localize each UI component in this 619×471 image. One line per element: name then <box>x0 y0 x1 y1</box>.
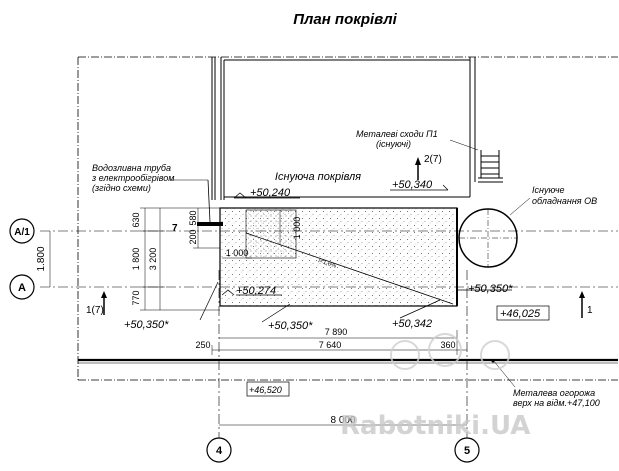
metal-fence <box>78 358 618 388</box>
svg-text:1(7): 1(7) <box>86 305 104 316</box>
dim-630: 630 <box>131 212 141 227</box>
elevation-marks <box>199 184 550 397</box>
dim-360: 360 <box>440 340 455 350</box>
label-existing-equipment-1: Існуюче <box>532 185 564 195</box>
axis-label-4: 4 <box>216 445 223 457</box>
axis-bubble-4: 4 <box>206 437 232 463</box>
dim-7640: 7 640 <box>319 340 342 350</box>
dimension-chain-bottom <box>211 257 467 426</box>
label-drain-pipe-1: Водозливна труба <box>92 163 171 173</box>
label-metal-stairs-2: (існуючі) <box>376 139 411 149</box>
elevation-50342: +50,342 <box>392 318 432 330</box>
label-existing-roof: Існуюча покрівля <box>275 171 361 183</box>
dim-3200: 3 200 <box>148 248 158 271</box>
label-drain-pipe-3: (згідно схеми) <box>92 183 151 193</box>
axis-bubble-a1: A/1 <box>9 218 35 244</box>
label-metal-stairs-1: Металеві сходи П1 <box>356 129 438 139</box>
dim-8000: 8 000 <box>330 415 355 426</box>
label-existing-equipment-2: обладнання ОВ <box>532 196 597 206</box>
axis-label-a: A <box>18 282 26 294</box>
label-metal-fence-1: Металева огорожа <box>513 388 595 398</box>
elevation-50274: +50,274 <box>236 285 276 297</box>
roof-parapet-zone <box>245 209 297 259</box>
section-marker-2-7: 2(7) <box>415 154 442 180</box>
watermark-workers-logo <box>390 333 510 370</box>
building-walls <box>211 57 476 200</box>
label-metal-fence-2: верх на відм.+47,100 <box>513 398 600 408</box>
svg-text:2(7): 2(7) <box>424 154 442 165</box>
dim-580: 580 <box>188 210 198 225</box>
dim-770: 770 <box>131 290 141 305</box>
dim-1000-horizontal: 1 000 <box>226 248 249 258</box>
building-outline <box>77 56 618 381</box>
drain-pipe <box>170 179 223 226</box>
elevation-50350-left: +50,350* <box>124 319 169 331</box>
slope-line <box>245 232 454 305</box>
dim-250: 250 <box>195 340 210 350</box>
svg-text:1: 1 <box>587 305 593 316</box>
axis-label-a1: A/1 <box>14 227 30 238</box>
existing-equipment <box>458 197 531 268</box>
dim-1800: 1 800 <box>131 248 141 271</box>
dim-1000-vertical: 1 000 <box>292 217 302 240</box>
elevation-46520: +46,520 <box>249 385 282 395</box>
section-marker-1: 1 <box>579 291 593 318</box>
dim-200: 200 <box>188 229 198 244</box>
axis-bubble-a: A <box>9 274 35 300</box>
dim-1800-axis: 1.800 <box>36 246 47 271</box>
axis-label-5: 5 <box>464 445 470 457</box>
dimension-chain-left <box>49 207 281 311</box>
axis-lines <box>40 230 618 440</box>
elevation-50340: +50,340 <box>392 179 433 191</box>
metal-stairs <box>449 139 503 183</box>
elevation-50350-middle: +50,350* <box>268 320 313 332</box>
label-drain-pipe-2: з електрообігрівом <box>91 173 174 183</box>
watermark-text: Rabotniki.UA <box>340 411 530 441</box>
dim-7890: 7 890 <box>325 327 348 337</box>
axis-bubble-5: 5 <box>454 437 480 463</box>
label-slope: i=1,6% <box>317 258 337 270</box>
elevation-50240: +50,240 <box>250 187 291 199</box>
section-marker-1-7: 1(7) <box>86 291 107 316</box>
dim-7: 7 <box>172 223 178 234</box>
elevation-46025: +46,025 <box>500 308 541 320</box>
drawing-title: План покрівлі <box>293 11 397 28</box>
elevation-50350-right: +50,350* <box>468 283 513 295</box>
